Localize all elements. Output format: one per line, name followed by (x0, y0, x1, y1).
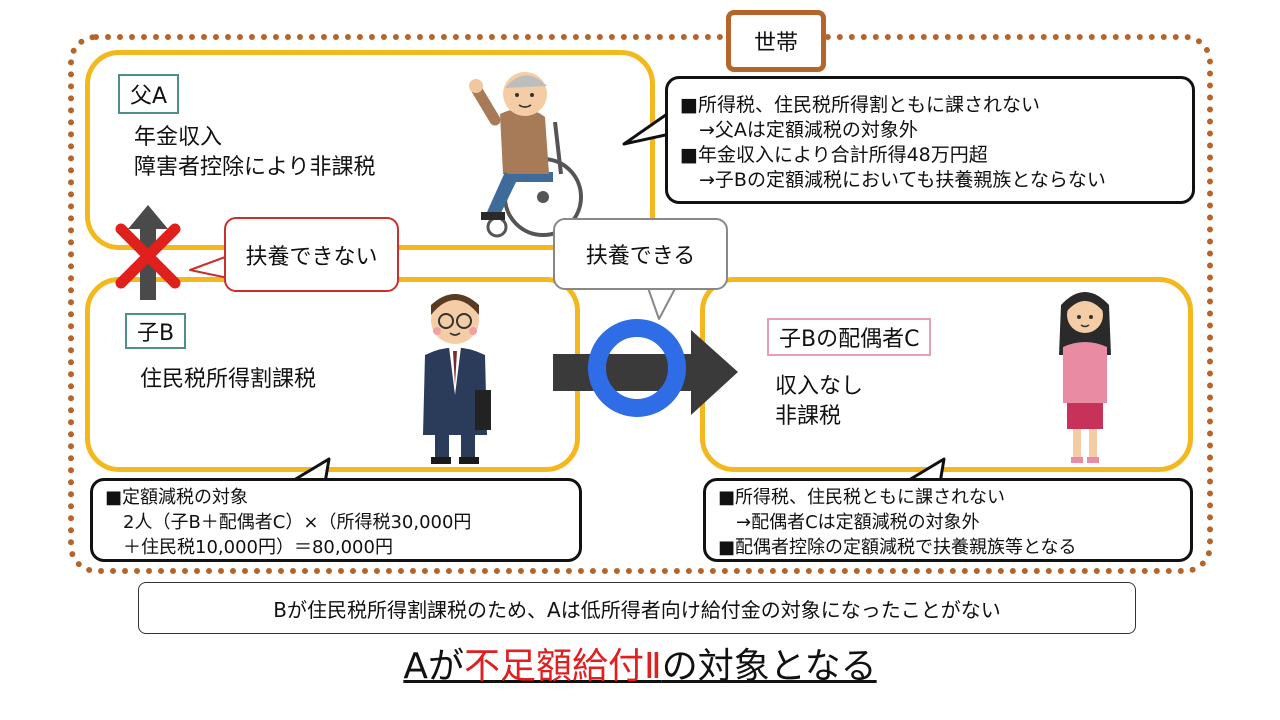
child-callout-line-1: ■定額減税の対象 (105, 487, 249, 508)
cannot-support-bubble: 扶養できない (224, 217, 399, 292)
spouse-panel (700, 277, 1193, 472)
can-support-bubble: 扶養できる (553, 218, 728, 290)
child-callout-tail (288, 457, 331, 485)
household-frame (68, 34, 1213, 574)
child-man-illustration (423, 294, 491, 464)
spouse-callout-tail (903, 457, 946, 485)
father-callout: ■所得税、住民税所得割ともに課されない →父Aは定額減税の対象外 ■年金収入によ… (665, 76, 1195, 204)
father-callout-line-4: →子Bの定額減税においても扶養親族とならない (680, 169, 1106, 191)
household-label: 世帯 (726, 10, 826, 72)
father-wheelchair-illustration (469, 72, 583, 238)
spouse-line-1: 収入なし (775, 374, 864, 399)
father-callout-line-2: →父Aは定額減税の対象外 (680, 119, 918, 141)
spouse-line-2: 非課税 (775, 404, 842, 429)
can-support-bubble-tail (646, 284, 678, 320)
conclusion-highlight: 不足額給付Ⅱ (463, 646, 662, 687)
conclusion-prefix: Aが (403, 646, 464, 687)
father-line-2: 障害者控除により非課税 (134, 155, 376, 180)
father-callout-line-1: ■所得税、住民税所得割ともに課されない (680, 94, 1040, 116)
father-line-1: 年金収入 (134, 125, 223, 150)
child-callout-line-2: 2人（子B＋配偶者C）×（所得税30,000円 (105, 512, 472, 533)
note-box: Bが住民税所得割課税のため、Aは低所得者向け給付金の対象になったことがない (138, 582, 1136, 634)
spouse-callout-line-1: ■所得税、住民税ともに課されない (718, 487, 1006, 508)
spouse-callout-line-2: →配偶者Cは定額減税の対象外 (718, 512, 980, 533)
child-line-1: 住民税所得割課税 (140, 367, 317, 392)
support-right-arrow (553, 330, 738, 415)
cannot-support-bubble-tail (189, 255, 229, 279)
father-tag: 父A (118, 74, 180, 114)
cross-mark-icon (115, 223, 181, 289)
conclusion-title: Aが不足額給付Ⅱの対象となる (0, 642, 1280, 692)
spouse-woman-illustration (1059, 292, 1111, 463)
circle-mark-icon (588, 319, 686, 417)
spouse-callout: ■所得税、住民税ともに課されない →配偶者Cは定額減税の対象外 ■配偶者控除の定… (703, 478, 1193, 562)
father-callout-tail (622, 110, 671, 146)
father-callout-line-3: ■年金収入により合計所得48万円超 (680, 144, 988, 166)
child-callout-line-3: ＋住民税10,000円）＝80,000円 (105, 537, 393, 558)
child-callout: ■定額減税の対象 2人（子B＋配偶者C）×（所得税30,000円 ＋住民税10,… (90, 478, 582, 562)
spouse-callout-line-3: ■配偶者控除の定額減税で扶養親族等となる (718, 537, 1077, 558)
child-panel (85, 277, 580, 472)
conclusion-suffix: の対象となる (661, 646, 877, 687)
child-tag: 子B (125, 313, 187, 349)
spouse-tag: 子Bの配偶者C (767, 318, 932, 356)
